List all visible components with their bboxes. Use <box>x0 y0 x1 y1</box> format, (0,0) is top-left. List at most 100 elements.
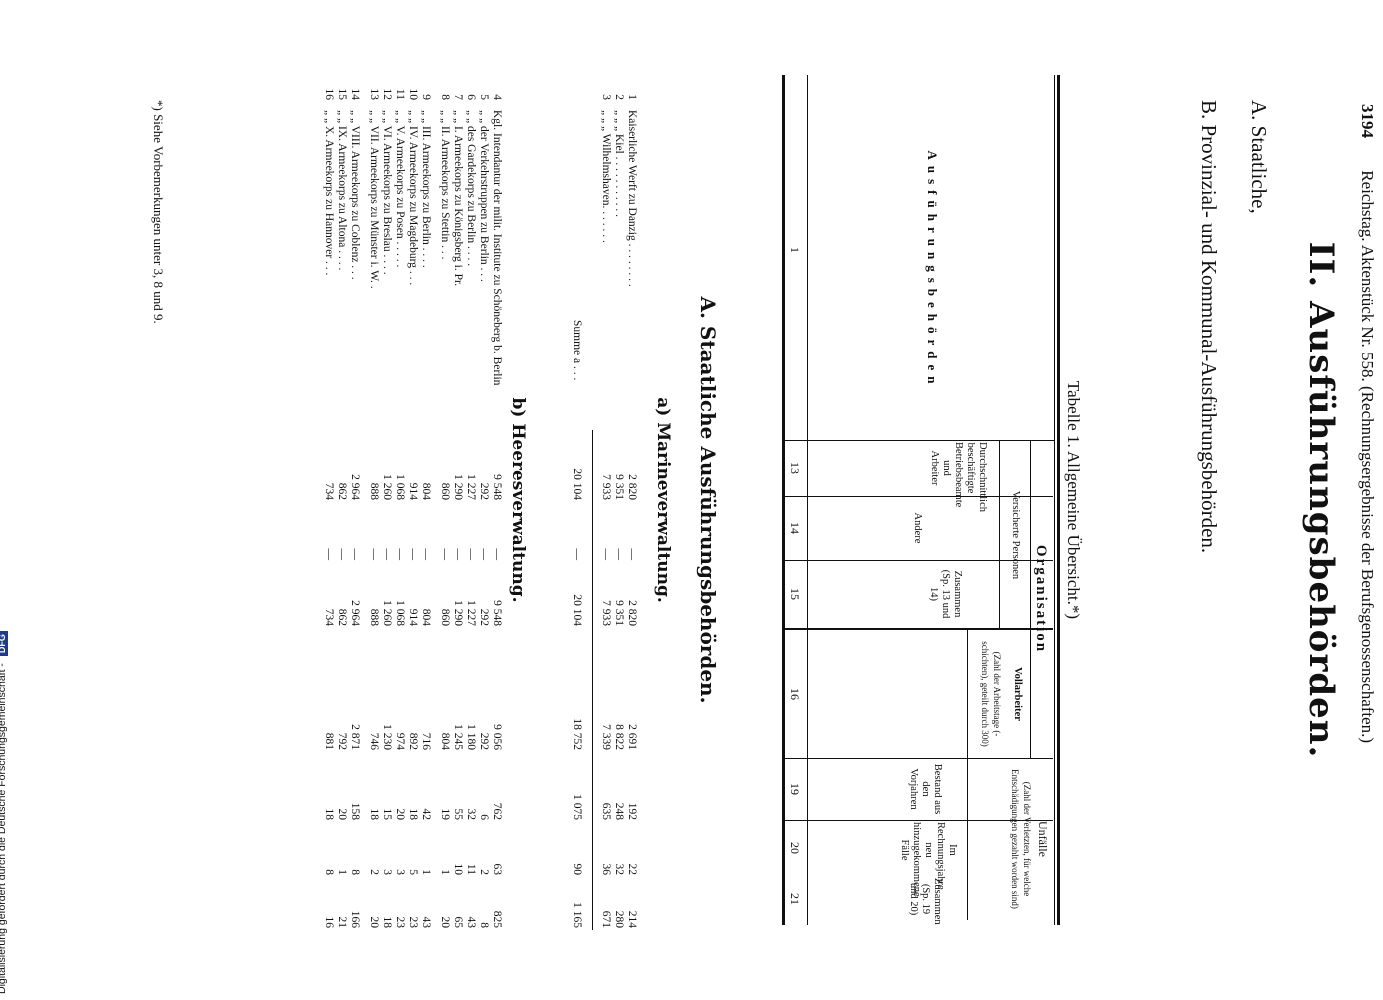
cell-c15: 1 290 <box>452 600 464 626</box>
cell-c14: — <box>478 548 490 561</box>
cell-c20: 2 <box>368 869 380 875</box>
cell-c16: 792 <box>336 732 348 750</box>
cell-c13: 734 <box>323 482 335 500</box>
col14-header: Andere <box>912 512 923 544</box>
cell-c15: 9 548 <box>491 600 503 626</box>
cell-c15: 860 <box>439 608 451 626</box>
cell-c21: 23 <box>407 916 419 929</box>
col19-header: Bestand aus den Vorjahren <box>908 763 943 815</box>
section-a-heading: A. Staatliche Ausführungsbehörden. <box>696 296 720 704</box>
cell-c14: — <box>381 548 393 561</box>
cell-c19: 19 <box>439 808 451 821</box>
versicherte-header: Versicherte Personen <box>1010 490 1021 580</box>
row-number: 12 <box>381 88 393 101</box>
cell-c16: 881 <box>323 732 335 750</box>
cell-c13: 292 <box>478 482 490 500</box>
row-number: 15 <box>336 88 348 101</box>
cell-c15: 804 <box>420 608 432 626</box>
subhead-a: A. Staatliche, <box>1247 100 1271 214</box>
cell-c19: 6 <box>478 814 490 820</box>
cell-c13: 888 <box>368 482 380 500</box>
cell-c20: 5 <box>407 869 419 875</box>
cell-c16: 292 <box>478 732 490 750</box>
cell-c21: 65 <box>452 916 464 929</box>
cell-c20: 2 <box>478 869 490 875</box>
cell-c13: 804 <box>420 482 432 500</box>
cell-c20: 3 <box>381 869 393 875</box>
cell-c16: 1 180 <box>465 724 477 750</box>
footnote: *) Siehe Vorbemerkungen unter 3, 8 und 9… <box>151 100 166 324</box>
cell-c13: 9 548 <box>491 474 503 500</box>
cell-c14: — <box>394 548 406 561</box>
cell-c13: 9 351 <box>613 474 625 500</box>
cell-c14: — <box>491 548 503 561</box>
cell-c20: 3 <box>394 869 406 875</box>
table-title: Tabelle 1. Allgemeine Übersicht.*) <box>1064 380 1083 620</box>
cell-c15: 734 <box>323 608 335 626</box>
digitization-note: Digitalisierung gefördert durch die Deut… <box>0 631 8 994</box>
cell-c19: 248 <box>613 802 625 820</box>
cell-c13: 2 820 <box>626 474 638 500</box>
cell-c13: 1 068 <box>394 474 406 500</box>
stub-header: Ausführungsbehörden <box>925 150 940 390</box>
cell-c14: — <box>626 548 638 561</box>
page-title: II. Ausführungsbehörden. <box>1301 241 1341 759</box>
cell-c14: — <box>439 548 451 561</box>
cell-c13: 1 260 <box>381 474 393 500</box>
cell-c20: 8 <box>349 869 361 875</box>
cell-c13: 862 <box>336 482 348 500</box>
cell-c20: 1 <box>420 869 432 875</box>
row-number: 2 <box>613 94 625 100</box>
cell-c14: — <box>571 548 583 561</box>
cell-c16: 2 871 <box>349 724 361 750</box>
cell-c13: 1 227 <box>465 474 477 500</box>
cell-c15: 2 820 <box>626 600 638 626</box>
row-number: 13 <box>368 88 380 101</box>
cell-c19: 55 <box>452 808 464 821</box>
cell-c20: 63 <box>491 863 503 876</box>
colnum-19: 19 <box>788 783 802 795</box>
cell-c14: — <box>407 548 419 561</box>
colnum-1: 1 <box>788 247 802 253</box>
cell-c16: 804 <box>439 732 451 750</box>
colnum-14: 14 <box>788 522 802 534</box>
row-number: 16 <box>323 88 335 101</box>
cell-c20: 32 <box>613 863 625 876</box>
cell-c15: 7 933 <box>600 600 612 626</box>
cell-c16: 746 <box>368 732 380 750</box>
cell-c19: 42 <box>420 808 432 821</box>
col20-header: Im Rechnungsjahre neu hinzugekommene Fäl… <box>899 822 958 897</box>
col21-header: Zusammen (Sp. 19 und 20) <box>908 878 943 925</box>
cell-c15: 862 <box>336 608 348 626</box>
cell-c16: 7 339 <box>600 724 612 750</box>
cell-c21: 21 <box>336 916 348 929</box>
cell-c13: 914 <box>407 482 419 500</box>
cell-c21: 16 <box>323 916 335 929</box>
cell-c15: 2 964 <box>349 600 361 626</box>
running-head-text: Reichstag. Aktenstück Nr. 558. (Rechnung… <box>1358 170 1377 744</box>
cell-c21: 825 <box>491 910 503 928</box>
organisation-header: Organisation <box>1033 544 1049 654</box>
cell-c14: — <box>420 548 432 561</box>
row-number: 6 <box>465 94 477 100</box>
row-number: 14 <box>349 88 361 101</box>
colnum-21: 21 <box>788 893 802 905</box>
row-number: 8 <box>439 94 451 100</box>
col16-note: (Zahl der Arbeitstage (-schichten), gete… <box>980 641 1002 747</box>
cell-c16: 8 822 <box>613 724 625 750</box>
cell-c15: 1 227 <box>465 600 477 626</box>
cell-c16: 716 <box>420 732 432 750</box>
cell-c14: — <box>600 548 612 561</box>
cell-c14: — <box>349 548 361 561</box>
running-head: 3194 Reichstag. Aktenstück Nr. 558. (Rec… <box>1357 104 1377 964</box>
cell-c16: 9 056 <box>491 724 503 750</box>
row-number: 9 <box>420 94 432 100</box>
colnum-20: 20 <box>788 842 802 854</box>
cell-c14: — <box>368 548 380 561</box>
cell-c15: 9 351 <box>613 600 625 626</box>
colnum-16: 16 <box>788 688 802 700</box>
unfaelle-note: (Zahl der Verletzten, für welche Entschä… <box>1010 769 1032 909</box>
cell-c21: 280 <box>613 910 625 928</box>
row-number: 3 <box>600 94 612 100</box>
cell-c19: 20 <box>336 808 348 821</box>
